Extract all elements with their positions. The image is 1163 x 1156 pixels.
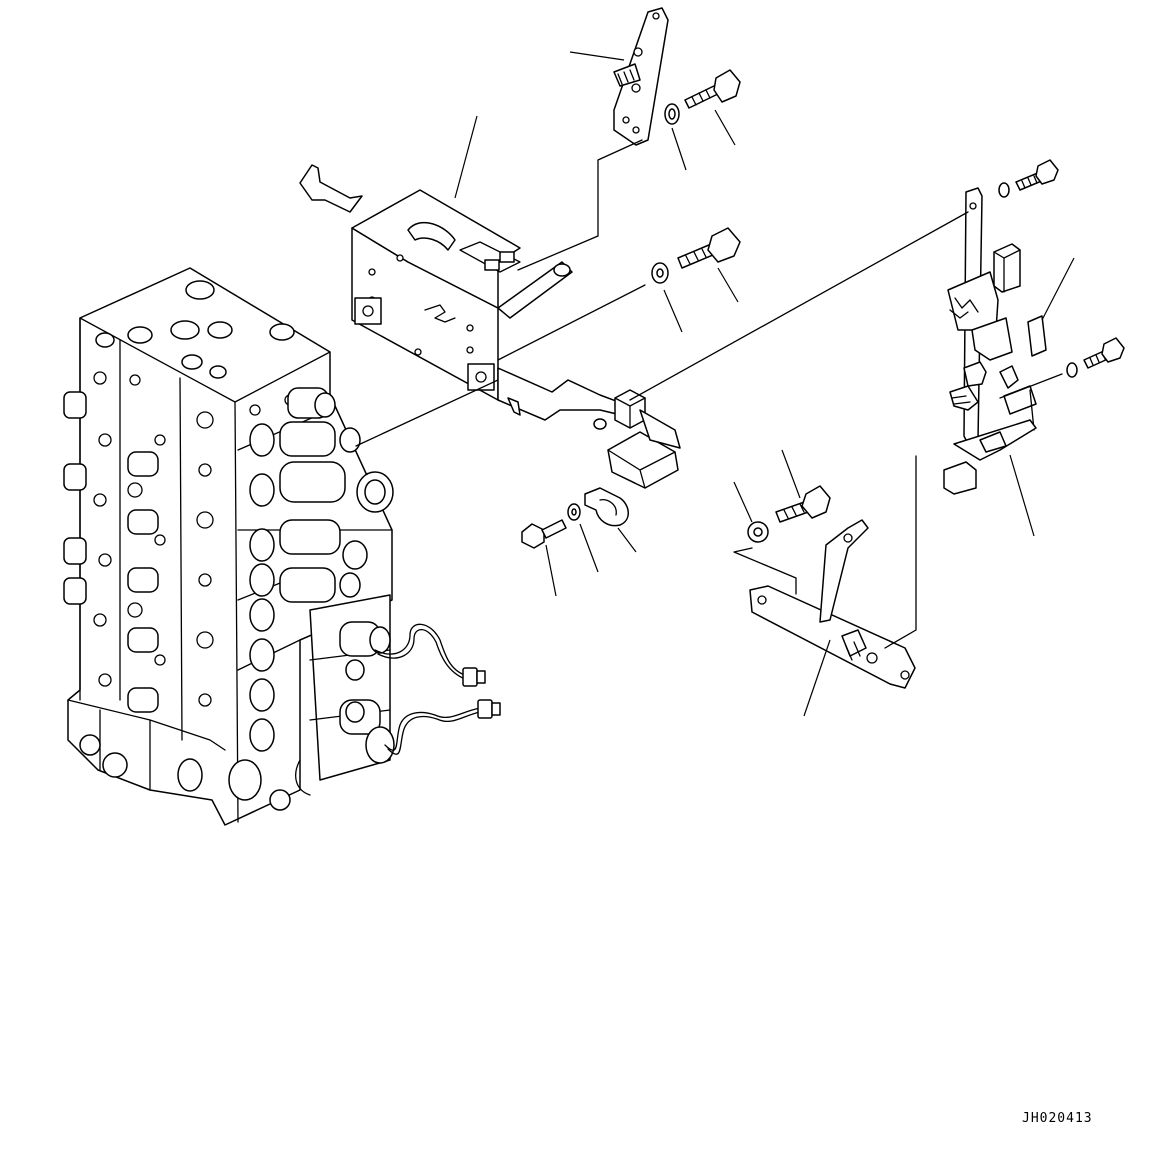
wire-harness bbox=[296, 624, 500, 795]
washer-small bbox=[568, 504, 580, 520]
bolt-right-mid bbox=[1084, 338, 1124, 368]
washer-upper bbox=[665, 104, 679, 124]
washer-lower bbox=[748, 522, 768, 542]
leader-lines bbox=[455, 52, 1074, 716]
washer-middle bbox=[652, 263, 668, 283]
washer-right-mid bbox=[1067, 363, 1077, 377]
solenoid-valves bbox=[250, 388, 393, 751]
control-valve-assembly bbox=[64, 268, 500, 825]
lower-bracket bbox=[750, 520, 915, 688]
right-bracket-assembly bbox=[944, 188, 1046, 494]
drawing-reference-code: JH020413 bbox=[1022, 1111, 1093, 1126]
main-bracket bbox=[300, 165, 680, 488]
bolt-right-top bbox=[1016, 160, 1058, 190]
bolt-middle bbox=[678, 228, 740, 268]
washer-right-top bbox=[999, 183, 1009, 197]
bolt-small bbox=[522, 520, 566, 548]
hose-clamp bbox=[585, 488, 628, 526]
assembly-guide-lines bbox=[356, 140, 1062, 648]
upper-plate-bracket bbox=[614, 8, 668, 145]
bolt-lower bbox=[776, 486, 830, 522]
bolt-upper bbox=[685, 70, 740, 108]
